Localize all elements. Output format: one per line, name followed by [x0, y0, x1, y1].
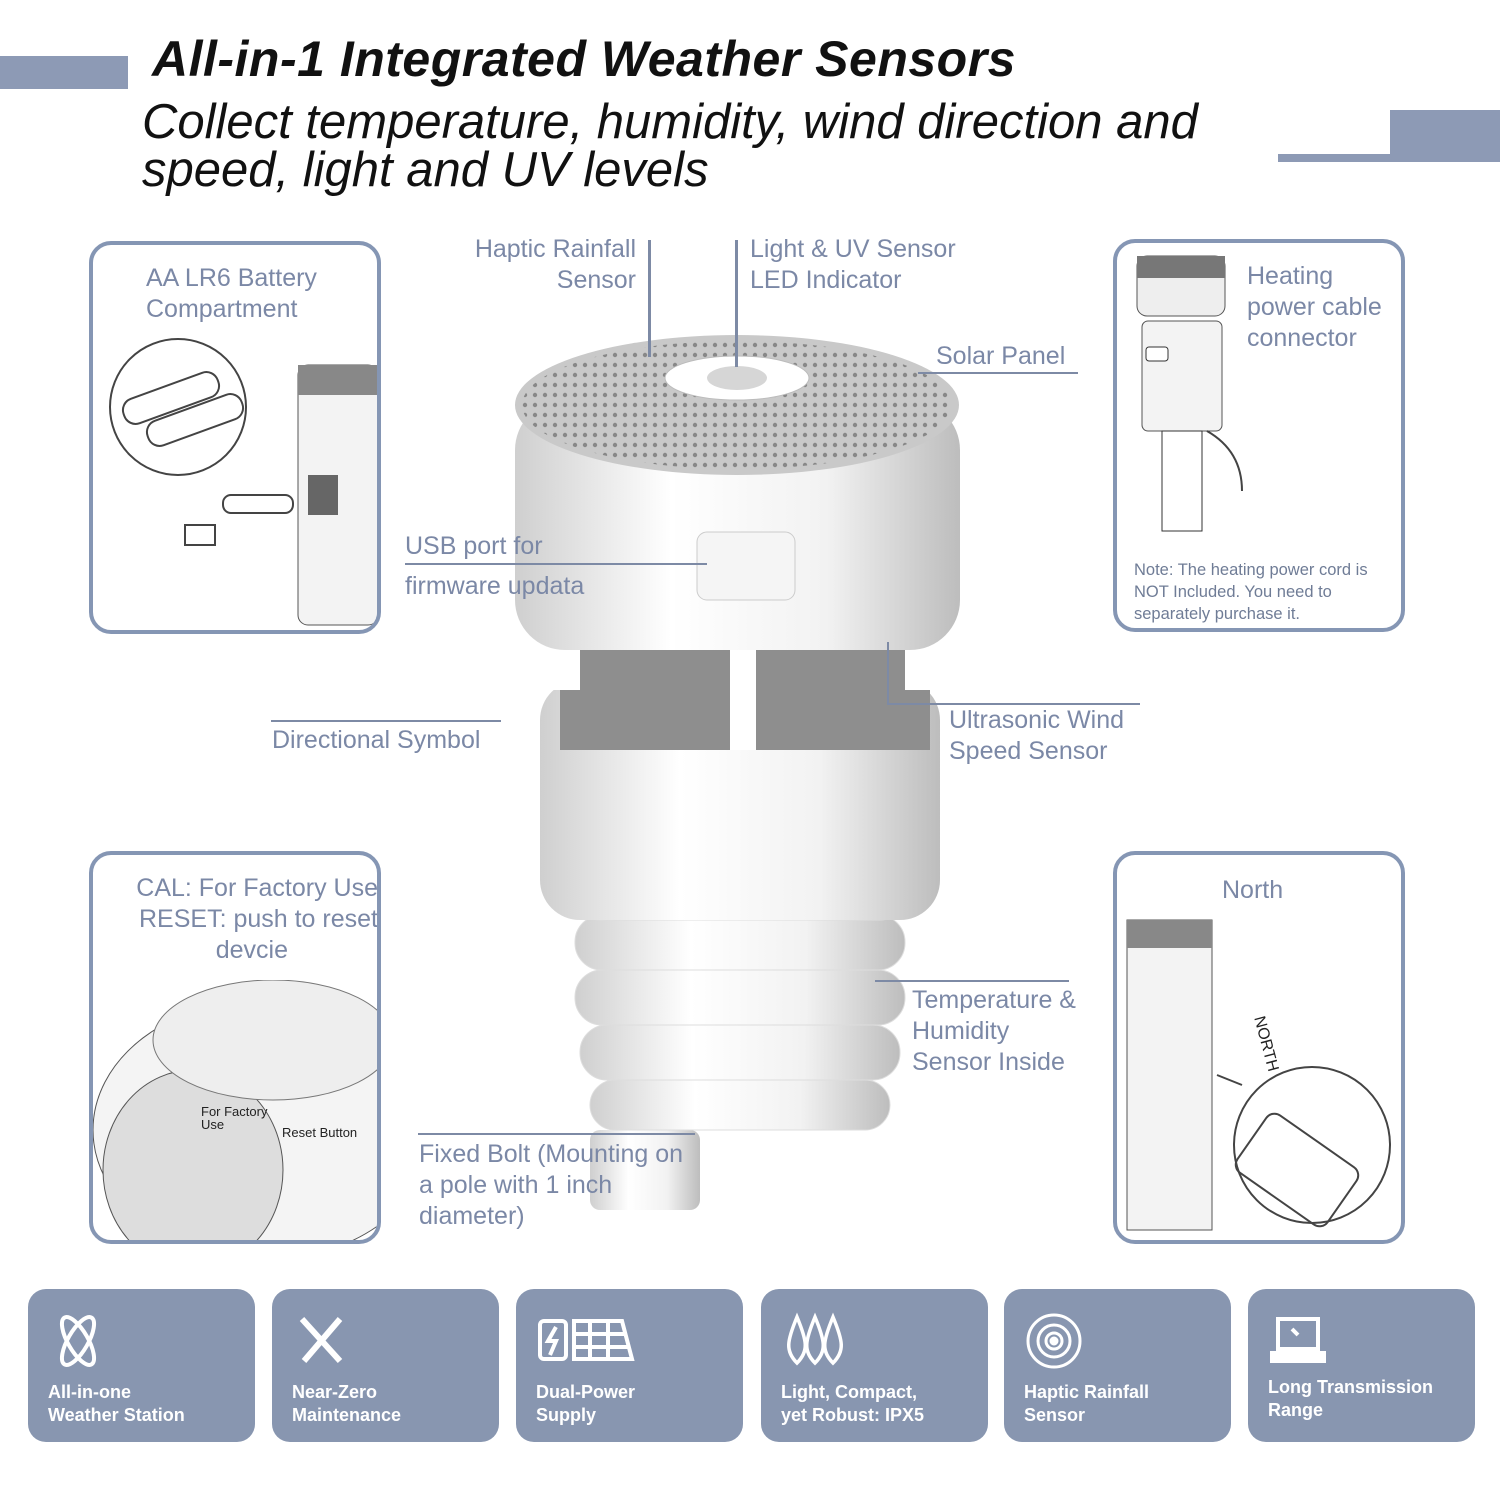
- battery-inset: AA LR6 Battery Compartment: [89, 241, 381, 634]
- bolt-callout: Fixed Bolt (Mounting on a pole with 1 in…: [419, 1140, 684, 1230]
- ultrasonic-leader-v: [887, 642, 889, 704]
- bolt-leader: [418, 1133, 695, 1135]
- feature-card-range: Long Transmission Range: [1248, 1289, 1475, 1442]
- battery-illustration: [109, 338, 377, 626]
- tools-icon: [299, 1316, 343, 1364]
- light-uv-callout: Light & UV Sensor LED Indicator: [750, 235, 956, 294]
- feature-label: Long Transmission Range: [1268, 1377, 1434, 1420]
- accent-line-right: [1278, 154, 1500, 162]
- rain-sensor-icon: [1026, 1313, 1082, 1369]
- factory-callout: For Factory Use: [201, 1104, 268, 1132]
- north-alignment-illustration: [1126, 919, 1391, 1231]
- feature-label: Near-Zero Maintenance: [292, 1382, 402, 1425]
- cal-reset-inset: CAL: For Factory Use RESET: push to rese…: [89, 851, 381, 1244]
- battery-label: AA LR6 Battery Compartment: [146, 264, 317, 323]
- accent-bar-left: [0, 56, 128, 89]
- feature-card-all-in-one: All-in-one Weather Station: [28, 1289, 255, 1442]
- north-label: North: [1222, 876, 1284, 904]
- ultrasonic-callout: Ultrasonic Wind Speed Sensor: [949, 706, 1125, 765]
- solar-callout: Solar Panel: [936, 342, 1066, 370]
- solar-leader: [918, 372, 1078, 374]
- usb-callout: USB port for firmware updata: [405, 532, 585, 600]
- rainfall-callout: Haptic Rainfall Sensor: [474, 235, 636, 294]
- accent-bar-right: [1390, 110, 1500, 154]
- laptop-icon: [1270, 1317, 1326, 1363]
- usb-leader: [405, 563, 707, 565]
- reset-callout: Reset Button: [282, 1125, 358, 1140]
- heating-connector-illustration: [1136, 255, 1243, 532]
- feature-label: Dual-Power Supply: [536, 1382, 636, 1425]
- feature-card-ipx5: Light, Compact, yet Robust: IPX5: [761, 1289, 988, 1442]
- directional-leader: [271, 720, 501, 722]
- feature-label: Light, Compact, yet Robust: IPX5: [781, 1382, 925, 1425]
- heating-inset: Heating power cable connector Note: The …: [1113, 239, 1405, 632]
- feature-label: All-in-one Weather Station: [48, 1382, 185, 1425]
- page-subtitle: Collect temperature, humidity, wind dire…: [142, 95, 1198, 197]
- reset-label-cont: devcie: [215, 936, 288, 964]
- reset-label: RESET: push to reset: [138, 905, 378, 933]
- north-inset: North NORTH: [1113, 851, 1405, 1244]
- heating-note: Note: The heating power cord is NOT Incl…: [1134, 561, 1368, 623]
- feature-card-maintenance: Near-Zero Maintenance: [272, 1289, 499, 1442]
- temp-leader: [875, 980, 1069, 982]
- light-uv-leader: [735, 240, 738, 367]
- feature-label: Haptic Rainfall Sensor: [1024, 1382, 1150, 1425]
- temp-humidity-callout: Temperature & Humidity Sensor Inside: [912, 986, 1076, 1076]
- ultrasonic-leader-h: [887, 703, 1140, 705]
- rainfall-leader: [648, 240, 651, 357]
- device-bottom-illustration: [93, 980, 377, 1240]
- cal-label: CAL: For Factory Use: [136, 874, 378, 902]
- heating-label: Heating power cable connector: [1247, 262, 1382, 352]
- page-title: All-in-1 Integrated Weather Sensors: [152, 31, 1016, 87]
- directional-callout: Directional Symbol: [272, 726, 481, 754]
- feature-card-dual-power: Dual-Power Supply: [516, 1289, 743, 1442]
- weather-sensor-device: [515, 335, 960, 1210]
- solar-battery-icon: [538, 1319, 635, 1361]
- feature-card-rainfall: Haptic Rainfall Sensor: [1004, 1289, 1231, 1442]
- water-drops-icon: [787, 1312, 843, 1366]
- atom-icon: [59, 1315, 97, 1367]
